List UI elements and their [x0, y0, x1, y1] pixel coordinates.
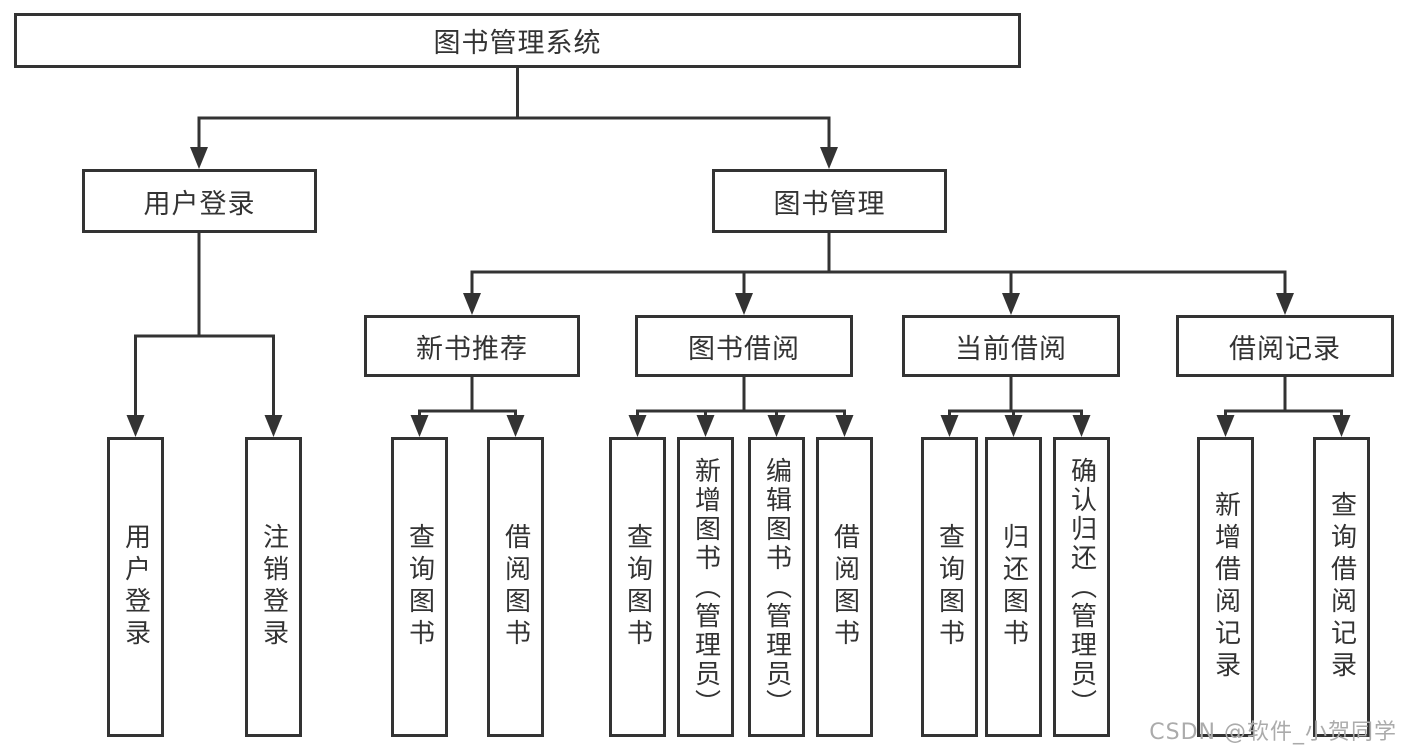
leaf-user-login-label: 用户登录 — [120, 523, 151, 651]
leaf-borrow-query-book: 查询图书 — [609, 437, 666, 737]
node-user-login-label: 用户登录 — [143, 188, 256, 220]
connector-root-to-level2 — [197, 68, 831, 150]
leaf-record-query-record: 查询借阅记录 — [1313, 437, 1370, 737]
node-current-borrow-label: 当前借阅 — [955, 333, 1067, 365]
arrowhead — [463, 293, 481, 315]
node-book-management-label: 图书管理 — [773, 188, 886, 220]
arrowhead — [1002, 293, 1020, 315]
leaf-borrow-add-book-label: 新增图书（管理员） — [690, 456, 721, 718]
node-new-book-recommend-label: 新书推荐 — [416, 333, 528, 365]
node-book-borrow-label: 图书借阅 — [688, 333, 800, 365]
csdn-watermark: CSDN @软件_小贺同学 — [1149, 720, 1397, 745]
leaf-record-add-record-label: 新增借阅记录 — [1210, 491, 1241, 683]
leaf-current-confirm-return: 确认归还（管理员） — [1053, 437, 1110, 737]
arrowhead — [1072, 415, 1091, 437]
arrowhead — [735, 293, 753, 315]
leaf-borrow-borrow-book-label: 借阅图书 — [829, 523, 860, 651]
node-borrow-records-label: 借阅记录 — [1229, 333, 1341, 365]
arrowhead — [835, 415, 854, 437]
leaf-borrow-edit-book: 编辑图书（管理员） — [748, 437, 805, 737]
arrowhead — [696, 415, 715, 437]
leaf-newrec-query-book-label: 查询图书 — [404, 523, 435, 651]
node-library-system: 图书管理系统 — [14, 13, 1021, 68]
leaf-borrow-add-book: 新增图书（管理员） — [677, 437, 734, 737]
node-current-borrow: 当前借阅 — [902, 315, 1120, 377]
connector-book-borrow-children — [636, 377, 846, 419]
leaf-current-query-book-label: 查询图书 — [934, 523, 965, 651]
arrowhead — [628, 415, 647, 437]
node-book-borrow: 图书借阅 — [635, 315, 853, 377]
arrowhead — [1332, 415, 1351, 437]
leaf-newrec-borrow-book-label: 借阅图书 — [500, 523, 531, 651]
connector-current-borrow-children — [948, 377, 1083, 419]
arrowhead — [190, 147, 208, 169]
leaf-logout-label: 注销登录 — [258, 523, 289, 651]
arrowhead — [1004, 415, 1023, 437]
node-borrow-records: 借阅记录 — [1176, 315, 1394, 377]
arrowhead — [1276, 293, 1294, 315]
node-new-book-recommend: 新书推荐 — [364, 315, 580, 377]
leaf-borrow-edit-book-label: 编辑图书（管理员） — [761, 456, 792, 718]
arrowhead — [940, 415, 959, 437]
leaf-newrec-borrow-book: 借阅图书 — [487, 437, 544, 737]
arrowhead — [264, 415, 283, 437]
leaf-current-return-book: 归还图书 — [985, 437, 1042, 737]
arrowhead — [1216, 415, 1235, 437]
arrowhead — [410, 415, 429, 437]
leaf-record-add-record: 新增借阅记录 — [1197, 437, 1254, 737]
leaf-logout: 注销登录 — [245, 437, 302, 737]
arrowhead — [126, 415, 145, 437]
node-book-management: 图书管理 — [712, 169, 947, 233]
arrowhead — [506, 415, 525, 437]
node-library-system-label: 图书管理系统 — [433, 28, 602, 59]
leaf-current-return-book-label: 归还图书 — [998, 523, 1029, 651]
arrowhead — [767, 415, 786, 437]
connector-user-login-children — [134, 233, 275, 418]
leaf-borrow-borrow-book: 借阅图书 — [816, 437, 873, 737]
connector-new-book-children — [418, 377, 517, 419]
leaf-current-confirm-return-label: 确认归还（管理员） — [1066, 456, 1097, 718]
leaf-newrec-query-book: 查询图书 — [391, 437, 448, 737]
connector-book-mgmt-children — [470, 233, 1287, 296]
node-user-login: 用户登录 — [82, 169, 317, 233]
leaf-record-query-record-label: 查询借阅记录 — [1326, 491, 1357, 683]
connector-borrow-record-children — [1224, 377, 1343, 419]
leaf-borrow-query-book-label: 查询图书 — [622, 523, 653, 651]
leaf-user-login: 用户登录 — [107, 437, 164, 737]
leaf-current-query-book: 查询图书 — [921, 437, 978, 737]
arrowhead — [820, 147, 838, 169]
